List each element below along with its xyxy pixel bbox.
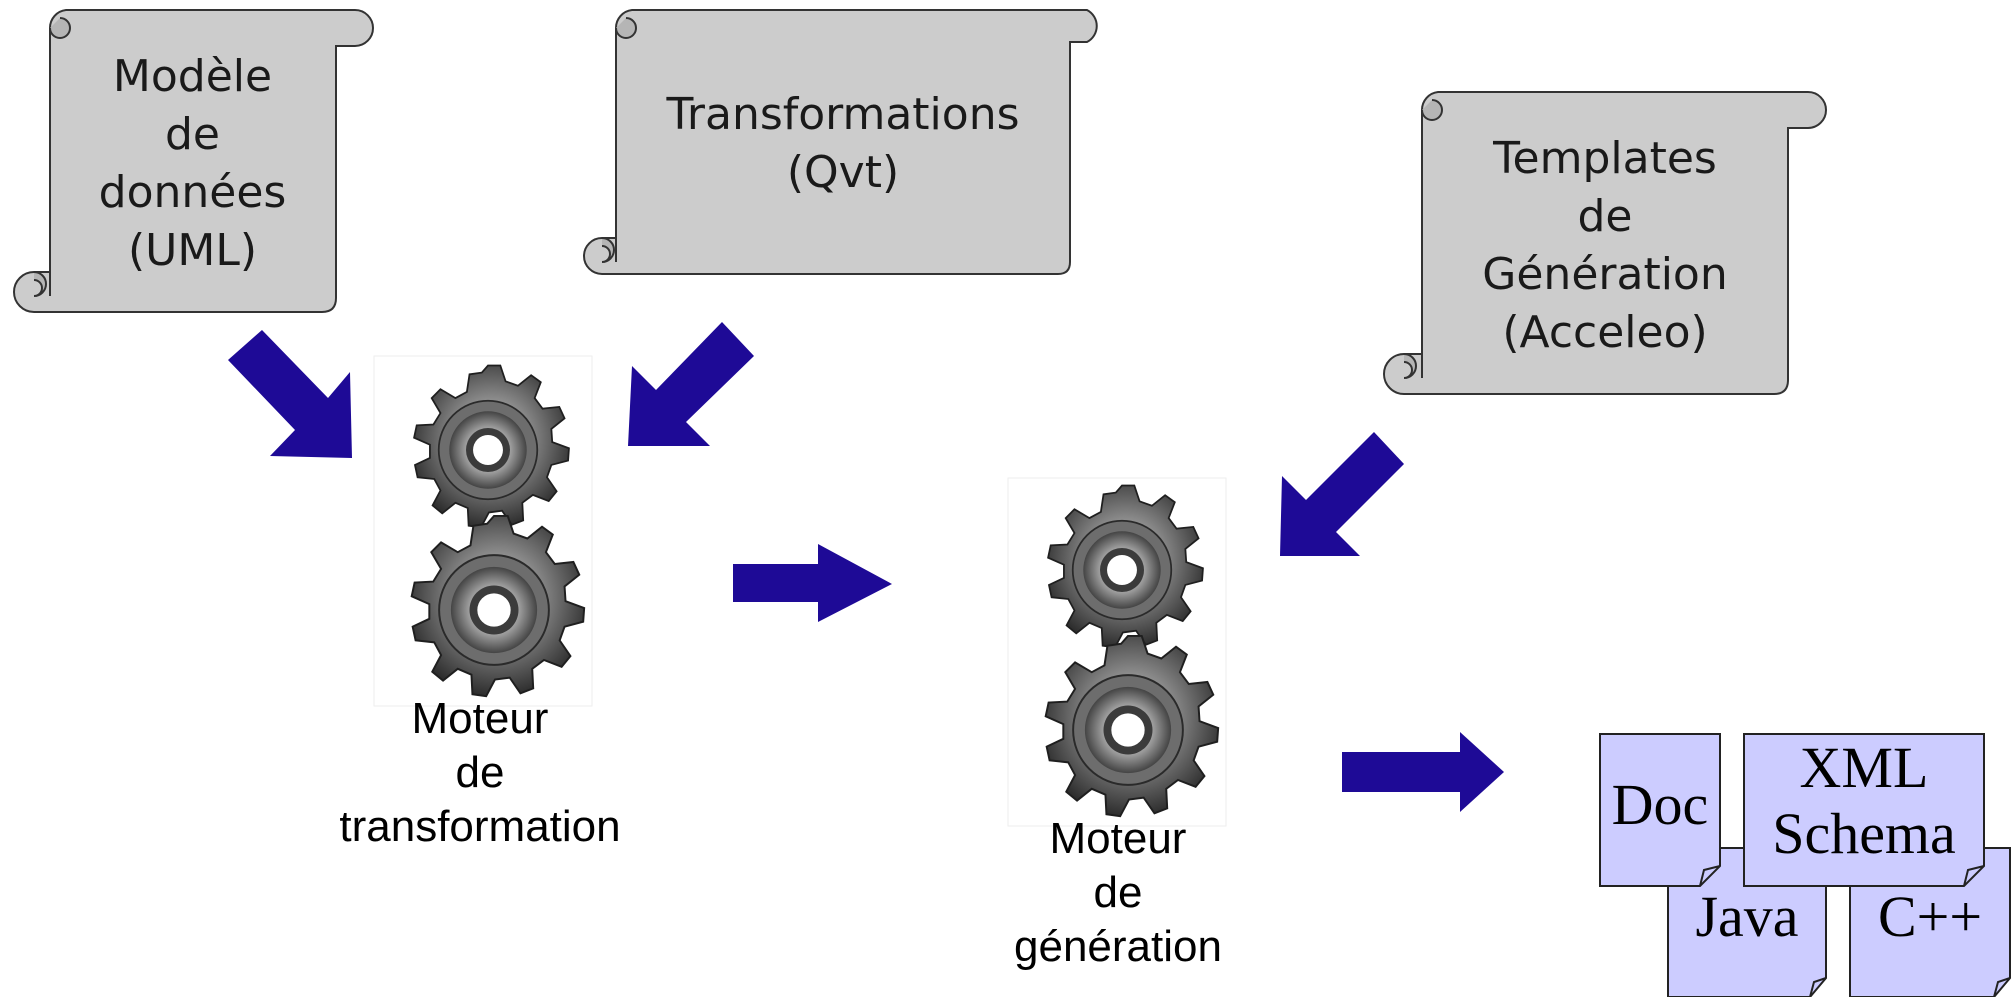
label-data-model: Modèle de données (UML) — [98, 51, 287, 276]
arrow-generation-to-outputs — [1342, 732, 1504, 812]
scroll-data-model — [13, 9, 374, 313]
label-cpp: C++ — [1877, 884, 1983, 949]
label-doc: Doc — [1611, 772, 1709, 837]
doc-doc — [1599, 733, 1721, 887]
output-documents — [1599, 733, 2011, 997]
arrow-transform-to-generation — [733, 544, 892, 622]
transformation-engine — [373, 355, 593, 707]
label-java: Java — [1695, 884, 1799, 949]
label-xml-schema: XML Schema — [1772, 735, 1956, 866]
arrow-acceleo-to-generation — [1280, 432, 1404, 556]
doc-xml-schema — [1743, 733, 1985, 887]
scroll-transformations — [583, 9, 1098, 275]
arrow-uml-to-transform — [228, 330, 352, 458]
label-transformation-engine: Moteur de transformation — [339, 694, 621, 851]
scroll-templates — [1383, 91, 1827, 395]
label-generation-engine: Moteur de génération — [1014, 814, 1222, 971]
label-templates: Templates de Génération (Acceleo) — [1482, 133, 1728, 358]
generation-engine — [1007, 477, 1227, 827]
arrow-qvt-to-transform — [628, 322, 754, 446]
label-transformations: Transformations (Qvt) — [666, 89, 1020, 198]
